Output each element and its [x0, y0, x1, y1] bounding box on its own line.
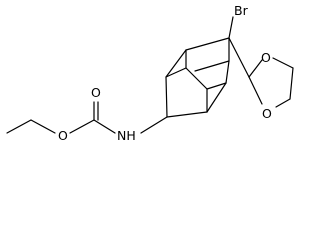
bond-o-carbonyl [69, 119, 95, 134]
cubane-cage-bonds [165, 37, 230, 118]
bond-o-lower-spiro [248, 76, 263, 105]
bond-cage-spiro [228, 37, 250, 78]
cage-bond-12 [206, 82, 227, 90]
cage-bond-10 [185, 67, 208, 90]
bond-o-upper-ch2 [272, 57, 294, 69]
cage-bond-7 [166, 111, 208, 118]
bond-ch2-ch2 [289, 67, 294, 100]
cage-bond-6 [206, 82, 227, 113]
atom-label-ester-o: O [58, 128, 68, 143]
atom-label-dioxolane-o-upper: O [261, 50, 271, 65]
atom-label-dioxolane-o-lower: O [262, 106, 272, 121]
cage-bond-5 [225, 60, 230, 84]
bond-ch2-o-lower [275, 98, 291, 108]
molecule-structure: Br O O NH O O [6, 3, 294, 143]
bond-n-cage [140, 116, 168, 134]
atom-label-carbonyl-o: O [91, 85, 101, 100]
bond-spiro-o-upper [248, 59, 263, 78]
spiro-dioxolane-bonds [228, 16, 294, 108]
bond-c-br [228, 16, 234, 39]
cage-bond-1 [165, 76, 168, 118]
bond-ch2-o [30, 119, 56, 134]
atom-label-nh: NH [117, 128, 136, 143]
cage-bond-9 [165, 67, 187, 78]
atom-label-br: Br [234, 3, 249, 18]
ethyl-carbamate-bonds [6, 101, 168, 134]
cage-bond-13 [194, 60, 230, 72]
bond-carbonyl-n [93, 119, 116, 134]
cage-bond-2 [165, 49, 187, 78]
bond-ch3-ch2 [6, 119, 32, 134]
cage-bond-3 [185, 37, 230, 51]
